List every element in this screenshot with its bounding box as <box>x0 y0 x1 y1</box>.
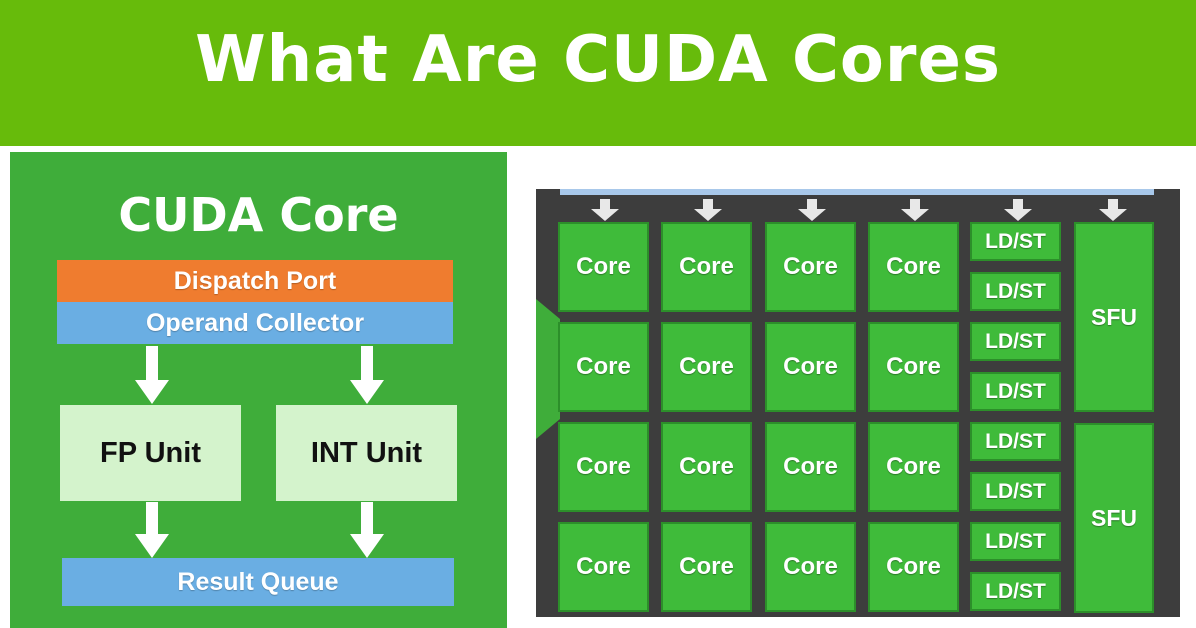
int-unit-box: INT Unit <box>276 405 457 501</box>
down-arrow-icon <box>591 199 619 221</box>
ldst-cell: LD/ST <box>970 322 1061 361</box>
core-cell: Core <box>868 222 959 312</box>
ldst-cell: LD/ST <box>970 422 1061 461</box>
side-tab-shape <box>536 299 560 439</box>
down-arrow-icon <box>350 502 384 558</box>
cuda-core-title: CUDA Core <box>118 188 399 242</box>
sfu-cell: SFU <box>1074 222 1154 412</box>
down-arrow-icon <box>694 199 722 221</box>
core-cell: Core <box>765 522 856 612</box>
down-arrow-icon <box>901 199 929 221</box>
down-arrow-icon <box>1099 199 1127 221</box>
core-cell: Core <box>765 322 856 412</box>
ldst-cell: LD/ST <box>970 572 1061 611</box>
dispatch-port-bar: Dispatch Port <box>57 260 453 302</box>
page-title: What Are CUDA Cores <box>195 23 1001 97</box>
sfu-cell: SFU <box>1074 423 1154 613</box>
down-arrow-icon <box>1004 199 1032 221</box>
top-strip <box>560 189 1154 195</box>
ldst-cell: LD/ST <box>970 522 1061 561</box>
core-cell: Core <box>868 522 959 612</box>
core-cell: Core <box>661 422 752 512</box>
core-cell: Core <box>661 522 752 612</box>
core-cell: Core <box>868 422 959 512</box>
fp-unit-box: FP Unit <box>60 405 241 501</box>
core-cell: Core <box>661 222 752 312</box>
down-arrow-icon <box>135 346 169 404</box>
core-cell: Core <box>558 322 649 412</box>
down-arrow-icon <box>798 199 826 221</box>
ldst-cell: LD/ST <box>970 472 1061 511</box>
title-banner: What Are CUDA Cores <box>0 0 1196 146</box>
ldst-cell: LD/ST <box>970 272 1061 311</box>
core-cell: Core <box>558 222 649 312</box>
cuda-core-panel: CUDA Core Dispatch Port Operand Collecto… <box>10 152 507 628</box>
result-queue-bar: Result Queue <box>62 558 454 606</box>
down-arrow-icon <box>135 502 169 558</box>
operand-collector-bar: Operand Collector <box>57 302 453 344</box>
ldst-cell: LD/ST <box>970 222 1061 261</box>
down-arrow-icon <box>350 346 384 404</box>
core-cell: Core <box>558 522 649 612</box>
ldst-cell: LD/ST <box>970 372 1061 411</box>
core-cell: Core <box>661 322 752 412</box>
core-cell: Core <box>765 422 856 512</box>
core-cell: Core <box>558 422 649 512</box>
core-cell: Core <box>765 222 856 312</box>
core-cell: Core <box>868 322 959 412</box>
